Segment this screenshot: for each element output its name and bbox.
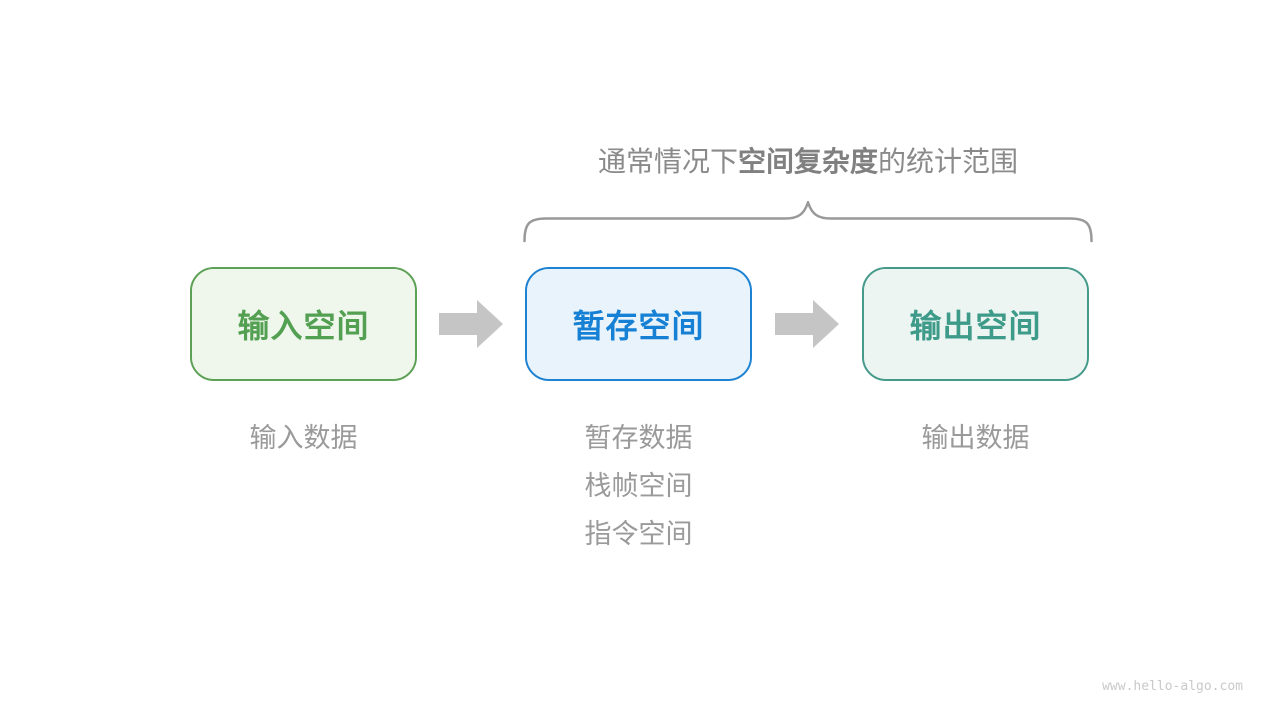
box-input-space-bg [192, 269, 415, 379]
diagram-title: 通常情况下空间复杂度的统计范围 [523, 145, 1093, 179]
box-temp-space-bg [527, 269, 750, 379]
arrow-right-shape [775, 300, 839, 348]
box-input-space: 输入空间 [190, 267, 417, 381]
arrow-right-icon [775, 300, 839, 348]
box-temp-space: 暂存空间 [525, 267, 752, 381]
title-prefix: 通常情况下 [597, 146, 738, 177]
title-keyword: 空间复杂度 [737, 146, 878, 177]
note-line: 指令空间 [584, 519, 693, 549]
box-output-space-label: 输出空间 [909, 308, 1042, 344]
arrow-right-icon [439, 300, 503, 348]
curly-brace-path [523, 201, 1093, 243]
notes-output-space: 输出数据 [862, 414, 1089, 462]
box-temp-space-label: 暂存空间 [572, 308, 705, 344]
note-line: 输入数据 [249, 423, 358, 453]
box-input-space-label: 输入空间 [237, 308, 370, 344]
arrow-right-shape [439, 300, 503, 348]
title-suffix: 的统计范围 [878, 146, 1019, 177]
box-output-space: 输出空间 [862, 267, 1089, 381]
notes-temp-space: 暂存数据 栈帧空间 指令空间 [525, 414, 752, 558]
note-line: 输出数据 [921, 423, 1030, 453]
watermark: www.hello-algo.com [1102, 679, 1243, 694]
note-line: 暂存数据 [584, 423, 693, 453]
note-line: 栈帧空间 [584, 471, 693, 501]
box-output-space-bg [864, 269, 1087, 379]
notes-input-space: 输入数据 [190, 414, 417, 462]
curly-brace [523, 201, 1093, 243]
